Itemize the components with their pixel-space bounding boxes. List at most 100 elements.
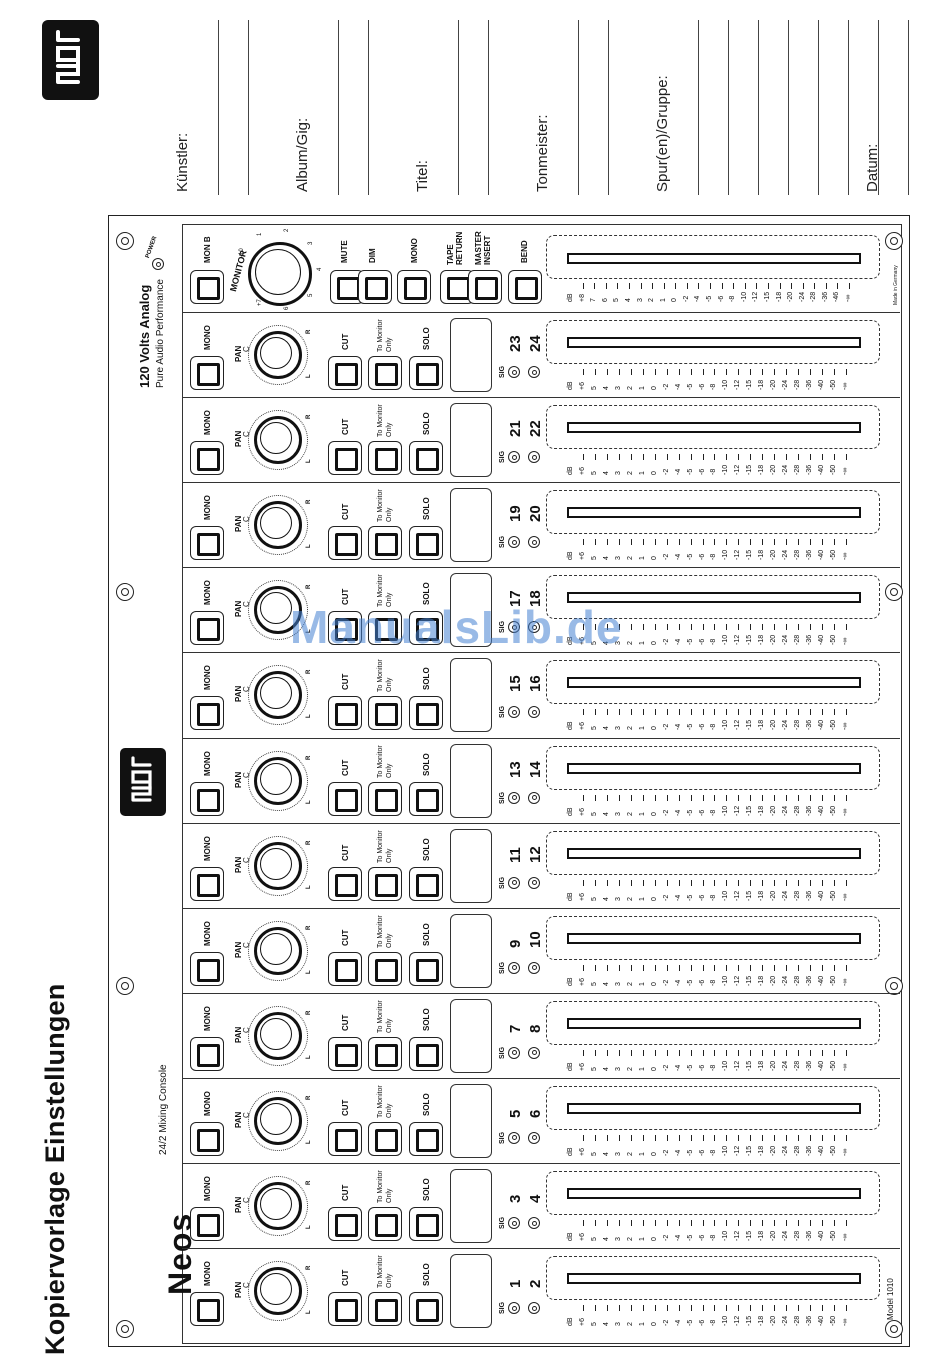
channel-meter-tick-mark	[810, 794, 812, 801]
pan-knob[interactable]	[254, 1096, 302, 1145]
pan-knob[interactable]	[254, 671, 302, 720]
cut-button[interactable]	[328, 951, 362, 986]
solo-button[interactable]	[409, 526, 443, 561]
pan-knob-scale	[248, 1261, 308, 1322]
channel-meter-tick-label: -20	[770, 464, 778, 476]
cut-button[interactable]	[328, 611, 362, 646]
master-mono-button[interactable]	[397, 270, 431, 304]
to-monitor-only-button[interactable]	[368, 356, 402, 390]
to-monitor-only-button[interactable]	[368, 441, 402, 476]
solo-button[interactable]	[409, 696, 443, 731]
channel-meter-tick-label: -∞	[842, 467, 849, 476]
channel-mono-button[interactable]	[190, 356, 224, 390]
monitor-knob-tick: 3	[307, 241, 314, 246]
to-monitor-only-button[interactable]	[368, 781, 402, 816]
pan-knob[interactable]	[254, 1011, 302, 1060]
master-insert-button[interactable]	[468, 270, 502, 304]
channel-meter-tick-label: 4	[602, 896, 610, 901]
to-monitor-only-button[interactable]	[368, 1207, 402, 1241]
channel-mono-button[interactable]	[190, 611, 224, 646]
cut-button[interactable]	[328, 1121, 362, 1156]
channel-mono-button[interactable]	[190, 1036, 224, 1071]
pan-knob[interactable]	[254, 501, 302, 550]
monitor-knob[interactable]	[248, 242, 312, 306]
pan-knob[interactable]	[254, 841, 302, 890]
cut-button[interactable]	[328, 696, 362, 731]
cut-button[interactable]	[328, 356, 362, 390]
channel-mono-button[interactable]	[190, 781, 224, 816]
channel-meter-tick-label: dB	[567, 1147, 574, 1156]
channel-meter-tick-mark	[666, 454, 668, 461]
pan-knob[interactable]	[254, 586, 302, 635]
channel-mono-button[interactable]	[190, 441, 224, 476]
solo-button[interactable]	[409, 611, 443, 646]
solo-button[interactable]	[409, 356, 443, 390]
solo-button[interactable]	[409, 1207, 443, 1241]
to-monitor-only-button[interactable]	[368, 696, 402, 731]
pan-knob-scale	[248, 580, 308, 641]
cut-button[interactable]	[328, 526, 362, 561]
channel-mono-button[interactable]	[190, 696, 224, 731]
pan-knob[interactable]	[254, 416, 302, 465]
pan-knob[interactable]	[254, 1267, 302, 1316]
channel-meter-tick-label: -2	[662, 1149, 670, 1156]
solo-button[interactable]	[409, 1036, 443, 1071]
channel-meter-tick-mark	[726, 539, 728, 546]
solo-button[interactable]	[409, 1292, 443, 1327]
channel-mono-button[interactable]	[190, 866, 224, 901]
dim-button[interactable]	[358, 270, 392, 304]
channel-mono-button[interactable]	[190, 1121, 224, 1156]
channel-meter-tick-label: -4	[674, 1064, 682, 1071]
channel-meter-tick-label: -10	[722, 1060, 730, 1071]
mon-b-button[interactable]	[190, 270, 224, 304]
cut-button[interactable]	[328, 1036, 362, 1071]
channel-meter-tick-mark	[714, 879, 716, 886]
channel-meter-tick-mark	[834, 369, 836, 375]
to-monitor-only-button[interactable]	[368, 1036, 402, 1071]
channel-meter-tick-label: -10	[722, 1230, 730, 1241]
channel-meter-tick-label: -50	[830, 890, 838, 901]
master-meter-tick-mark	[825, 283, 827, 289]
channel-mono-button[interactable]	[190, 1292, 224, 1327]
cut-button[interactable]	[328, 1207, 362, 1241]
cut-button[interactable]	[328, 781, 362, 816]
pan-knob[interactable]	[254, 331, 302, 379]
solo-button[interactable]	[409, 781, 443, 816]
pan-knob[interactable]	[254, 926, 302, 975]
solo-button[interactable]	[409, 866, 443, 901]
master-meter-bar	[567, 253, 861, 264]
to-monitor-label: To Monitor	[377, 1170, 384, 1203]
cut-button[interactable]	[328, 1292, 362, 1327]
pan-knob[interactable]	[254, 1182, 302, 1230]
channel-meter-tick-mark	[738, 454, 740, 461]
cut-button[interactable]	[328, 441, 362, 476]
channel-mono-button[interactable]	[190, 526, 224, 561]
solo-button[interactable]	[409, 951, 443, 986]
channel-number: 16	[527, 675, 544, 693]
channel-meter-tick-label: -36	[806, 1145, 814, 1156]
bend-button[interactable]	[508, 270, 542, 304]
to-monitor-only-button[interactable]	[368, 1292, 402, 1327]
channel-meter-tick-mark	[726, 879, 728, 886]
channel-mono-button[interactable]	[190, 951, 224, 986]
to-monitor-only-button[interactable]	[368, 611, 402, 646]
cut-button[interactable]	[328, 866, 362, 901]
channel-mono-button[interactable]	[190, 1207, 224, 1241]
channel-meter-tick-label: -10	[722, 805, 730, 816]
sig-led	[528, 1217, 540, 1229]
form-field-label: Künstler:	[174, 132, 191, 192]
to-monitor-only-button[interactable]	[368, 866, 402, 901]
mute-label: MUTE	[340, 240, 349, 263]
solo-button[interactable]	[409, 441, 443, 476]
channel-meter-tick-label: 5	[590, 896, 598, 901]
channel-meter-tick-mark	[750, 369, 752, 375]
channel-meter-tick-label: -12	[734, 1230, 742, 1241]
solo-button[interactable]	[409, 1121, 443, 1156]
channel-meter-tick-mark	[762, 1049, 764, 1056]
pan-knob[interactable]	[254, 756, 302, 805]
to-monitor-only-button[interactable]	[368, 1121, 402, 1156]
channel-meter-tick-mark	[726, 369, 728, 375]
to-monitor-only-button[interactable]	[368, 951, 402, 986]
sig-led	[508, 451, 520, 464]
to-monitor-only-button[interactable]	[368, 526, 402, 561]
